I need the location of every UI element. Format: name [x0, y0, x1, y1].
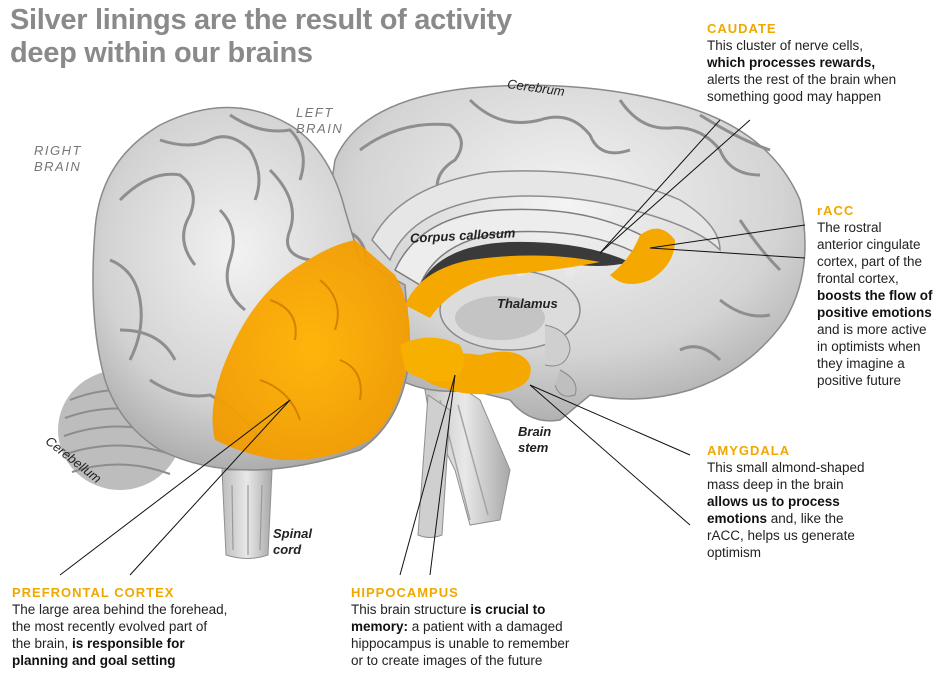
right-brain-label-line-2: BRAIN: [34, 159, 82, 174]
caudate-text-line-3: alerts the rest of the brain when: [707, 72, 897, 87]
amygdala-text-line-1: This small almond-shaped: [707, 460, 865, 475]
racc-text-line-2: anterior cingulate: [817, 237, 921, 252]
racc-text-line-5: boosts the flow of: [817, 288, 933, 303]
right-brain-label: RIGHT BRAIN: [34, 143, 82, 175]
caudate-callout: CAUDATE This cluster of nerve cells, whi…: [707, 20, 947, 105]
prefrontal-highlight: [212, 240, 410, 461]
brain-stem-label-line-1: Brain: [518, 424, 552, 439]
amygdala-heading: AMYGDALA: [707, 443, 791, 458]
caudate-text-line-4: something good may happen: [707, 89, 882, 104]
hippocampus-callout: HIPPOCAMPUS This brain structure is cruc…: [351, 584, 621, 669]
spinal-cord-shape: [221, 469, 273, 559]
prefrontal-text-line-3-bold: is responsible for: [72, 636, 185, 651]
prefrontal-callout: PREFRONTAL CORTEX The large area behind …: [12, 584, 282, 669]
brain-stem-label-line-2: stem: [518, 440, 549, 455]
caudate-heading: CAUDATE: [707, 21, 777, 36]
hippocampus-leader: [399, 374, 456, 576]
caudate-text-line-1: This cluster of nerve cells,: [707, 38, 864, 53]
hippocampus-text-line-2-bold: memory:: [351, 619, 409, 634]
left-brain-label: LEFT BRAIN: [296, 105, 343, 137]
spinal-cord-label-line-2: cord: [273, 542, 302, 557]
racc-text-line-1: The rostral: [817, 220, 882, 235]
page-title: Silver linings are the result of activit…: [10, 4, 610, 70]
hippocampus-text-line-1-start: This brain structure: [351, 602, 471, 617]
hippocampus-text-line-1-bold: is crucial to: [470, 602, 546, 617]
left-hemisphere: [328, 84, 806, 422]
prefrontal-leader: [59, 399, 291, 576]
hippocampus-highlight: [400, 337, 464, 382]
racc-leader: [649, 224, 806, 249]
prefrontal-text-line-1: The large area behind the forehead,: [12, 602, 228, 617]
hippocampus-heading: HIPPOCAMPUS: [351, 585, 459, 600]
title-line-1: Silver linings are the result of activit…: [10, 4, 512, 36]
spinal-cord-label: Spinal cord: [273, 526, 312, 558]
brain-stem-label: Brain stem: [518, 424, 551, 456]
prefrontal-heading: PREFRONTAL CORTEX: [12, 585, 175, 600]
amygdala-text-line-2: mass deep in the brain: [707, 477, 844, 492]
title-line-2: deep within our brains: [10, 37, 313, 69]
racc-text-line-9: they imagine a: [817, 356, 905, 371]
caudate-text-line-2: which processes rewards,: [707, 55, 876, 70]
hippocampus-text-line-2-rest: a patient with a damaged: [408, 619, 563, 634]
racc-callout: rACC The rostral anterior cingulate cort…: [817, 202, 947, 389]
racc-text-line-8: in optimists when: [817, 339, 921, 354]
racc-text-line-3: cortex, part of the: [817, 254, 923, 269]
racc-text-line-4: frontal cortex,: [817, 271, 899, 286]
caudate-leader: [599, 119, 751, 254]
thalamus-label: Thalamus: [497, 296, 558, 311]
amygdala-text-line-6: optimism: [707, 545, 762, 560]
amygdala-text-line-4-bold: emotions: [707, 511, 768, 526]
amygdala-text-line-5: rACC, helps us generate: [707, 528, 855, 543]
racc-highlight: [610, 228, 675, 284]
caudate-highlight: [405, 255, 600, 318]
prefrontal-text-line-2: the most recently evolved part of: [12, 619, 208, 634]
racc-text-line-6: positive emotions: [817, 305, 932, 320]
amygdala-text-line-3: allows us to process: [707, 494, 840, 509]
racc-text-line-10: positive future: [817, 373, 902, 388]
left-brain-label-line-2: BRAIN: [296, 121, 344, 136]
spinal-cord-label-line-1: Spinal: [273, 526, 313, 541]
prefrontal-text-line-4: planning and goal setting: [12, 653, 176, 668]
amygdala-leader: [529, 384, 691, 456]
amygdala-text-line-4-rest: and, like the: [767, 511, 844, 526]
right-brain-label-line-1: RIGHT: [34, 143, 82, 158]
amygdala-callout: AMYGDALA This small almond-shaped mass d…: [707, 442, 927, 561]
prefrontal-text-line-3-start: the brain,: [12, 636, 73, 651]
racc-text-line-7: and is more active: [817, 322, 927, 337]
hippocampus-text-line-3: hippocampus is unable to remember: [351, 636, 570, 651]
racc-heading: rACC: [817, 203, 855, 218]
left-brain-label-line-1: LEFT: [296, 105, 334, 120]
hippocampus-text-line-4: or to create images of the future: [351, 653, 543, 668]
